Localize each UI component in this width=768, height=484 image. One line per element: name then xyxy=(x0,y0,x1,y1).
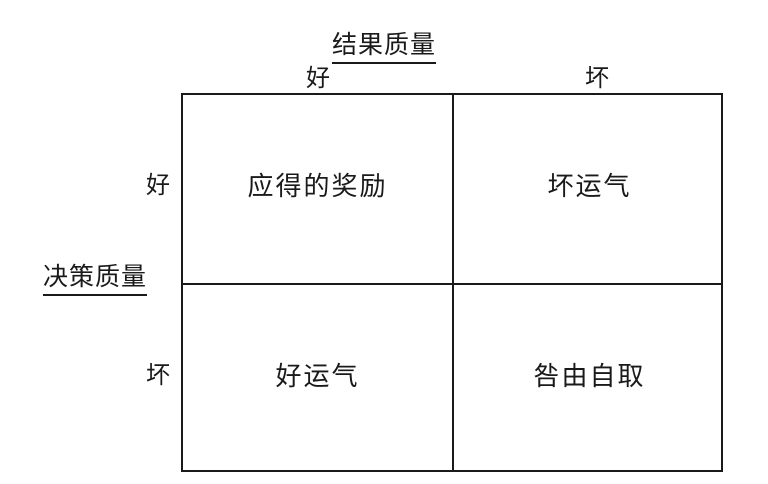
matrix-cell-good-bad: 坏运气 xyxy=(454,95,725,283)
column-header-bad: 坏 xyxy=(585,64,609,92)
matrix-cell-label: 咎由自取 xyxy=(533,362,646,392)
row-axis-title: 决策质量 xyxy=(43,262,148,296)
grid-divider-vertical xyxy=(452,95,454,470)
column-header-good: 好 xyxy=(306,64,330,92)
matrix-cell-good-good: 应得的奖励 xyxy=(183,95,452,283)
column-axis-title: 结果质量 xyxy=(0,30,768,64)
matrix-cell-label: 应得的奖励 xyxy=(247,172,388,202)
row-axis-title-text: 决策质量 xyxy=(43,262,148,296)
matrix-grid: 应得的奖励 坏运气 好运气 咎由自取 xyxy=(181,93,723,472)
row-header-good: 好 xyxy=(146,171,170,199)
matrix-cell-label: 好运气 xyxy=(275,362,360,392)
grid-divider-horizontal xyxy=(183,283,721,285)
column-axis-title-text: 结果质量 xyxy=(331,30,436,64)
matrix-cell-label: 坏运气 xyxy=(547,172,632,202)
matrix-cell-bad-bad: 咎由自取 xyxy=(454,285,725,474)
matrix-cell-bad-good: 好运气 xyxy=(183,285,452,474)
row-header-bad: 坏 xyxy=(146,361,170,389)
